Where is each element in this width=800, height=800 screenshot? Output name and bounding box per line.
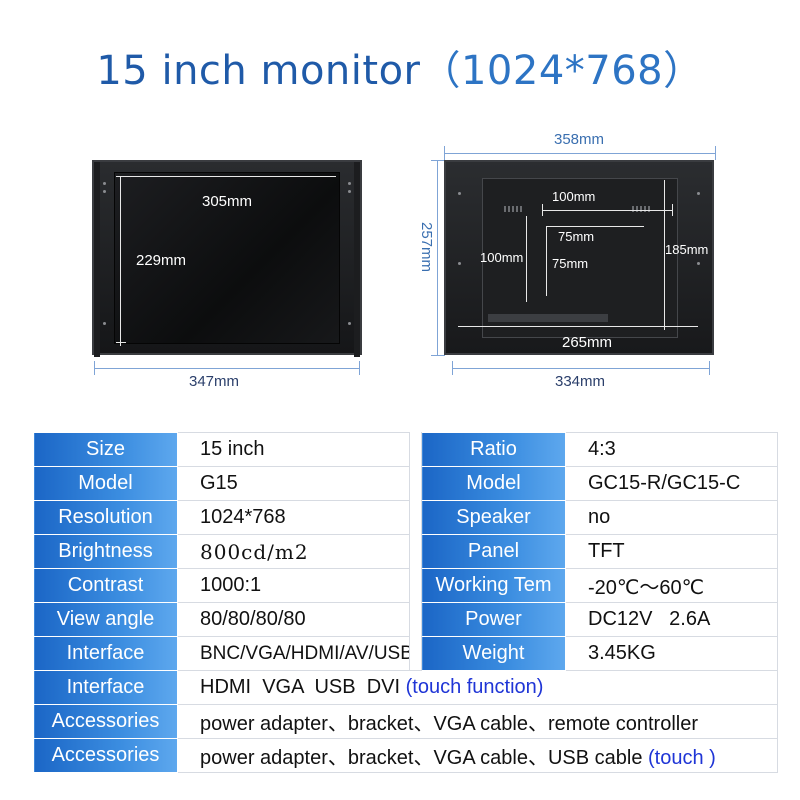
table-row: Model G15 Model GC15-R/GC15-C: [33, 466, 778, 501]
spec-label: Working Tem: [421, 568, 566, 603]
back-inner-width-label: 265mm: [562, 334, 613, 351]
spec-label: Power: [421, 602, 566, 637]
spec-label: Panel: [421, 534, 566, 569]
table-row: Accessories power adapter、bracket、VGA ca…: [33, 738, 778, 773]
back-inner-height-label: 185mm: [665, 242, 709, 257]
spec-value: GC15-R/GC15-C: [565, 466, 778, 501]
spec-label: Ratio: [421, 432, 566, 467]
monitor-back-image: 100mm 75mm 100mm 75mm 185mm 265mm: [444, 160, 714, 355]
spec-value: -20℃～60℃: [565, 568, 778, 603]
page-title: 15 inch monitor（1024*768）: [0, 38, 800, 96]
spec-value: DC12V 2.6A: [565, 602, 778, 637]
vesa-100-horizontal-label: 100mm: [552, 189, 596, 204]
spec-value-text: power adapter、bracket、VGA cable、USB cabl…: [200, 747, 648, 769]
spec-value: 3.45KG: [565, 636, 778, 671]
front-inner-height-label: 229mm: [136, 252, 187, 269]
spec-label: Model: [33, 466, 178, 501]
back-bottom-width-label: 334mm: [555, 373, 606, 390]
spec-value: TFT: [565, 534, 778, 569]
vesa-100-vertical-label: 100mm: [480, 250, 524, 265]
spec-value: 1024*768: [177, 500, 410, 535]
spec-value: 800cd/m2: [177, 534, 410, 569]
spec-value: 80/80/80/80: [177, 602, 410, 637]
table-row: Size 15 inch Ratio 4:3: [33, 432, 778, 467]
spec-value: 4:3: [565, 432, 778, 467]
spec-label: Model: [421, 466, 566, 501]
table-row: Interface BNC/VGA/HDMI/AV/USB Weight 3.4…: [33, 636, 778, 671]
spec-label: Brightness: [33, 534, 178, 569]
spec-table: Size 15 inch Ratio 4:3 Model G15 Model G…: [33, 432, 778, 773]
spec-value: HDMI VGA USB DVI (touch function): [177, 670, 778, 705]
table-row: Resolution 1024*768 Speaker no: [33, 500, 778, 535]
spec-label: Accessories: [33, 704, 178, 739]
spec-value: power adapter、bracket、VGA cable、remote c…: [177, 704, 778, 739]
back-panel: [482, 178, 678, 338]
connector-ports: [488, 314, 608, 322]
table-row: Interface HDMI VGA USB DVI (touch functi…: [33, 670, 778, 705]
table-row: View angle 80/80/80/80 Power DC12V 2.6A: [33, 602, 778, 637]
front-outer-width-label: 347mm: [189, 373, 240, 390]
spec-value: 1000:1: [177, 568, 410, 603]
back-top-width-label: 358mm: [554, 131, 605, 148]
spec-label: Interface: [33, 636, 178, 671]
vesa-75-vertical-label: 75mm: [552, 256, 589, 271]
monitor-screen: [114, 172, 340, 344]
vesa-75-horizontal-label: 75mm: [558, 229, 595, 244]
spec-value-text: HDMI VGA USB DVI: [200, 676, 406, 698]
spec-label: Size: [33, 432, 178, 467]
spec-label: View angle: [33, 602, 178, 637]
title-main: 15 inch monitor: [96, 48, 421, 94]
spec-note: (touch function): [405, 676, 544, 698]
spec-label: Resolution: [33, 500, 178, 535]
table-row: Accessories power adapter、bracket、VGA ca…: [33, 704, 778, 739]
monitor-front-image: 305mm 229mm: [92, 160, 362, 357]
spec-value: BNC/VGA/HDMI/AV/USB: [177, 636, 410, 671]
spec-label: Weight: [421, 636, 566, 671]
spec-note: (touch ): [648, 747, 716, 769]
table-row: Contrast 1000:1 Working Tem -20℃～60℃: [33, 568, 778, 603]
spec-label: Interface: [33, 670, 178, 705]
table-row: Brightness 800cd/m2 Panel TFT: [33, 534, 778, 569]
spec-value-text: power adapter、bracket、VGA cable、remote c…: [200, 713, 699, 735]
title-resolution: （1024*768）: [420, 48, 704, 94]
back-height-label: 257mm: [418, 222, 435, 273]
spec-label: Accessories: [33, 738, 178, 773]
spec-value: power adapter、bracket、VGA cable、USB cabl…: [177, 738, 778, 773]
spec-value: G15: [177, 466, 410, 501]
spec-label: Speaker: [421, 500, 566, 535]
spec-value: no: [565, 500, 778, 535]
spec-value: 15 inch: [177, 432, 410, 467]
front-inner-width-label: 305mm: [202, 193, 253, 210]
spec-label: Contrast: [33, 568, 178, 603]
